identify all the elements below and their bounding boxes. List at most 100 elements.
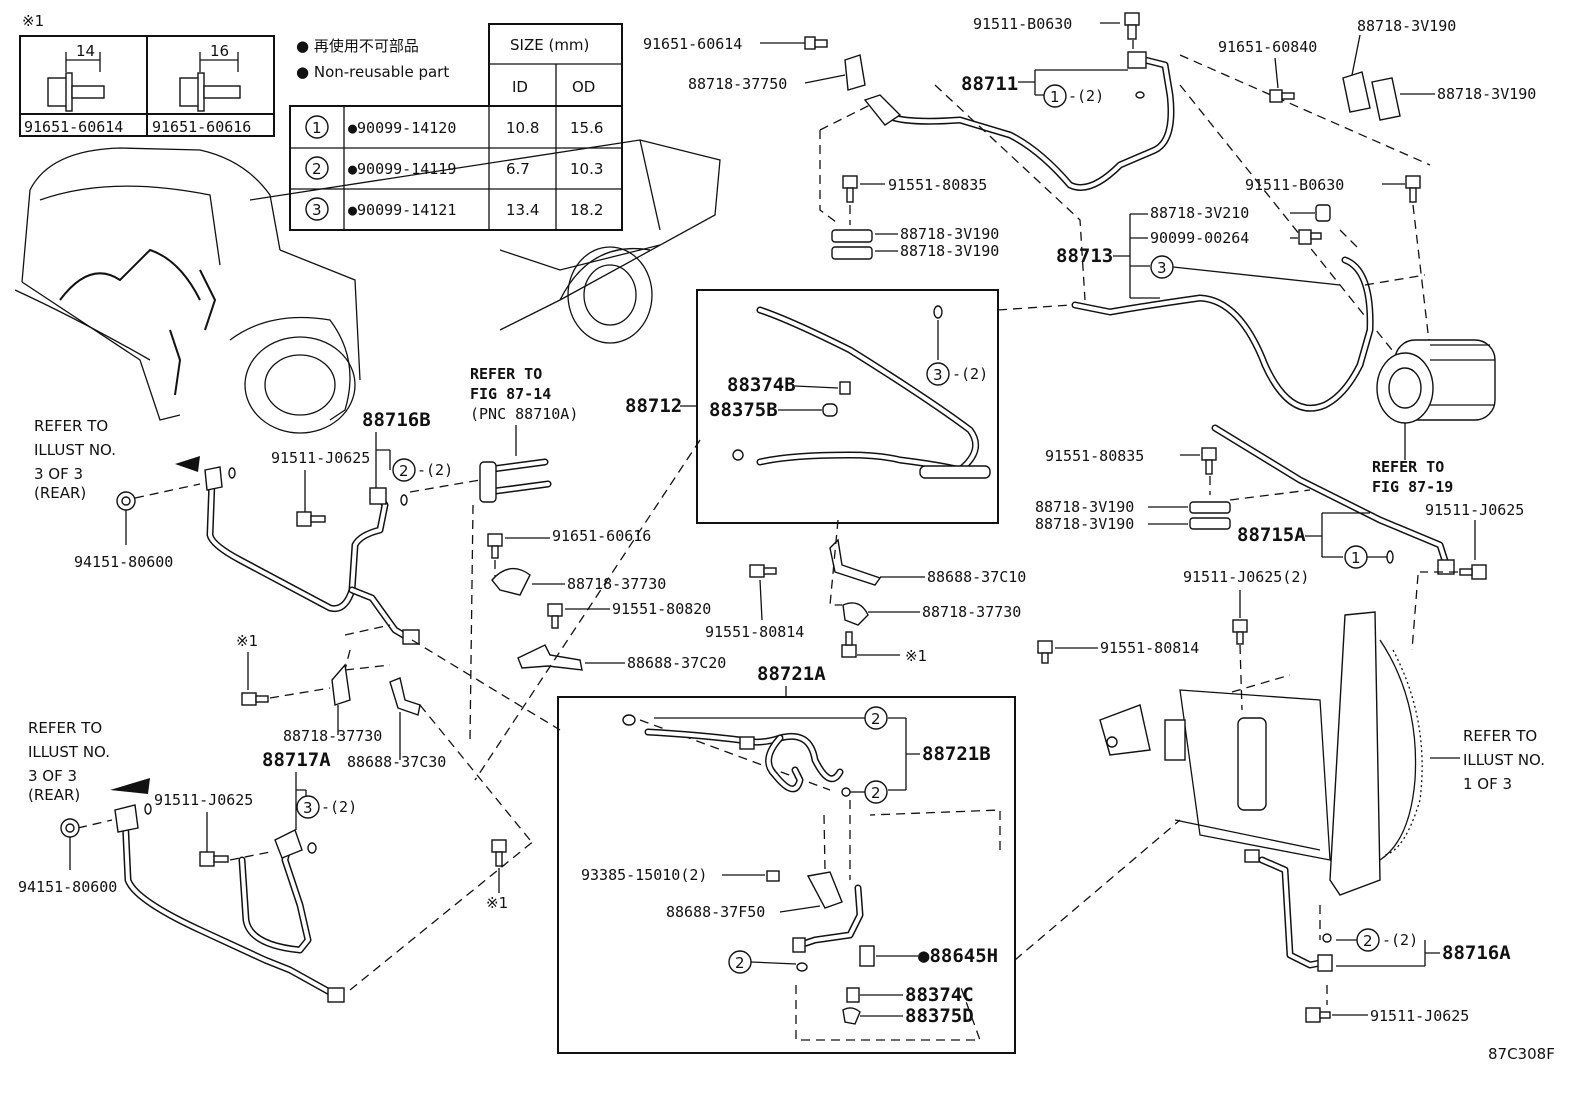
- nut-icon: [60, 818, 80, 838]
- bolt-icon: [487, 533, 503, 559]
- label-88718-3V190-c: 88718-3V190: [1035, 498, 1134, 516]
- label-88718-3V190-d: 88718-3V190: [1035, 515, 1134, 533]
- bolt-part-2: 91651-60616: [152, 118, 251, 136]
- bolt-icon: [47, 52, 105, 112]
- bolt-icon: [1298, 229, 1322, 245]
- box-88721A: [557, 696, 1016, 1054]
- label-91651-60840: 91651-60840: [1218, 38, 1317, 56]
- label-88721A: 88721A: [757, 663, 826, 685]
- label-88718-3V190-right: 88718-3V190: [1437, 85, 1536, 103]
- label-91551-80820: 91551-80820: [612, 600, 711, 618]
- bracket-icon: [829, 538, 882, 586]
- label-93385-15010: 93385-15010(2): [581, 866, 707, 884]
- refer-fig-87-14-c: (PNC 88710A): [470, 405, 578, 423]
- label-88717A: 88717A: [262, 749, 331, 771]
- label-88711: 88711: [961, 73, 1018, 95]
- ring-2r-qty: -(2): [1382, 931, 1418, 949]
- bolt-icon: [547, 603, 563, 629]
- ring-3l-qty: -(2): [321, 798, 357, 816]
- pipe-88716B: [206, 476, 420, 645]
- label-91651-60614: 91651-60614: [643, 35, 742, 53]
- row1-id: 10.8: [506, 119, 539, 137]
- ring-1: 1: [1050, 88, 1060, 106]
- refer-illust-3a-3: 3 OF 3: [34, 465, 83, 483]
- size-table: SIZE (mm) ID OD 1 ●90099-14120 10.8 15.6…: [289, 23, 623, 231]
- label-91511-B0630-top: 91511-B0630: [973, 15, 1072, 33]
- ring-2a: 2: [871, 710, 881, 728]
- label-91551-80814-m: 91551-80814: [705, 623, 804, 641]
- refer-fig-87-14-a: REFER TO: [470, 365, 542, 383]
- bolt-icon: [841, 631, 857, 658]
- refer-fig-87-19-a: REFER TO: [1372, 458, 1444, 476]
- bolt-icon: [804, 36, 828, 50]
- bolt-icon: [179, 52, 241, 112]
- bolt-icon: [1037, 640, 1053, 664]
- bracket-icon: [517, 644, 583, 671]
- label-88718-3V210: 88718-3V210: [1150, 204, 1249, 222]
- condenser-assembly: [1099, 611, 1423, 972]
- label-91511-J0625-br: 91511-J0625: [1370, 1007, 1469, 1025]
- row1-od: 15.6: [570, 119, 603, 137]
- refer-illust-1c: 1 OF 3: [1463, 775, 1512, 793]
- pipe-88715A: [1211, 424, 1455, 575]
- ring-2l: 2: [399, 462, 409, 480]
- bolt-icon: [1201, 447, 1217, 475]
- drawing-code: 87C308F: [1488, 1045, 1555, 1063]
- clamp-icon: [1189, 501, 1231, 530]
- bolt-icon: [1405, 175, 1421, 203]
- label-88374C: 88374C: [905, 984, 974, 1006]
- arrow-icon: [110, 778, 150, 794]
- ring-3l: 3: [303, 799, 313, 817]
- refer-illust-3b-1: REFER TO: [28, 719, 102, 737]
- row2-od: 10.3: [570, 160, 603, 178]
- ring-2b: 2: [871, 784, 881, 802]
- refer-illust-1b: ILLUST NO.: [1463, 751, 1545, 769]
- label-88721B: 88721B: [922, 743, 991, 765]
- row3-num: 3: [312, 201, 322, 219]
- note-b: ※1: [905, 647, 927, 665]
- bolt-icon: [1269, 89, 1295, 103]
- row3-od: 18.2: [570, 201, 603, 219]
- ring-1-qty: -(2): [1068, 87, 1104, 105]
- label-88718-37750: 88718-37750: [688, 75, 787, 93]
- label-91511-J0625-r: 91511-J0625: [1425, 501, 1524, 519]
- arrow-icon: [175, 456, 200, 472]
- label-91511-B0630-r: 91511-B0630: [1245, 176, 1344, 194]
- bolt-icon: [199, 851, 229, 867]
- refer-illust-3b-3: 3 OF 3: [28, 767, 77, 785]
- clip-icon: [1315, 204, 1331, 222]
- clamp-icon: [844, 54, 866, 91]
- compressor-icon: [1376, 339, 1496, 424]
- label-88688-37C20: 88688-37C20: [627, 654, 726, 672]
- row2-part: ●90099-14119: [348, 160, 456, 178]
- refer-illust-3a-1: REFER TO: [34, 417, 108, 435]
- col-od: OD: [572, 78, 595, 96]
- bolt-icon: [296, 511, 326, 527]
- legend-jp: ● 再使用不可部品: [296, 37, 419, 55]
- refer-fig-87-19-b: FIG 87-19: [1372, 478, 1453, 496]
- label-88718-3V190-top: 88718-3V190: [1357, 17, 1456, 35]
- label-94151-80600-b: 94151-80600: [18, 878, 117, 896]
- label-94151-80600-a: 94151-80600: [74, 553, 173, 571]
- clamp-icon: [491, 567, 531, 596]
- size-header: SIZE (mm): [510, 36, 589, 54]
- legend-en: ● Non-reusable part: [296, 63, 449, 81]
- label-91551-80835-top: 91551-80835: [888, 176, 987, 194]
- pipe-88713: [1071, 256, 1374, 412]
- bolt-icon: [1305, 1007, 1331, 1023]
- label-88716B: 88716B: [362, 409, 431, 431]
- row2-id: 6.7: [506, 160, 530, 178]
- pipe-stub-icon: [479, 458, 552, 503]
- bolt-icon: [749, 564, 777, 578]
- refer-illust-3a-4: (REAR): [34, 484, 86, 502]
- bolt-icon: [1232, 619, 1248, 645]
- bolt-icon: [241, 692, 269, 706]
- bolt-dim-2: 16: [210, 42, 229, 60]
- label-88645H: ●88645H: [918, 945, 998, 967]
- row1-part: ●90099-14120: [348, 119, 456, 137]
- bolt-reference-box: 14 91651-60614 16 91651-60616: [19, 35, 275, 137]
- nut-icon: [116, 491, 136, 511]
- box-88712: [696, 289, 999, 524]
- ring-3: 3: [1157, 259, 1167, 277]
- row1-num: 1: [312, 119, 322, 137]
